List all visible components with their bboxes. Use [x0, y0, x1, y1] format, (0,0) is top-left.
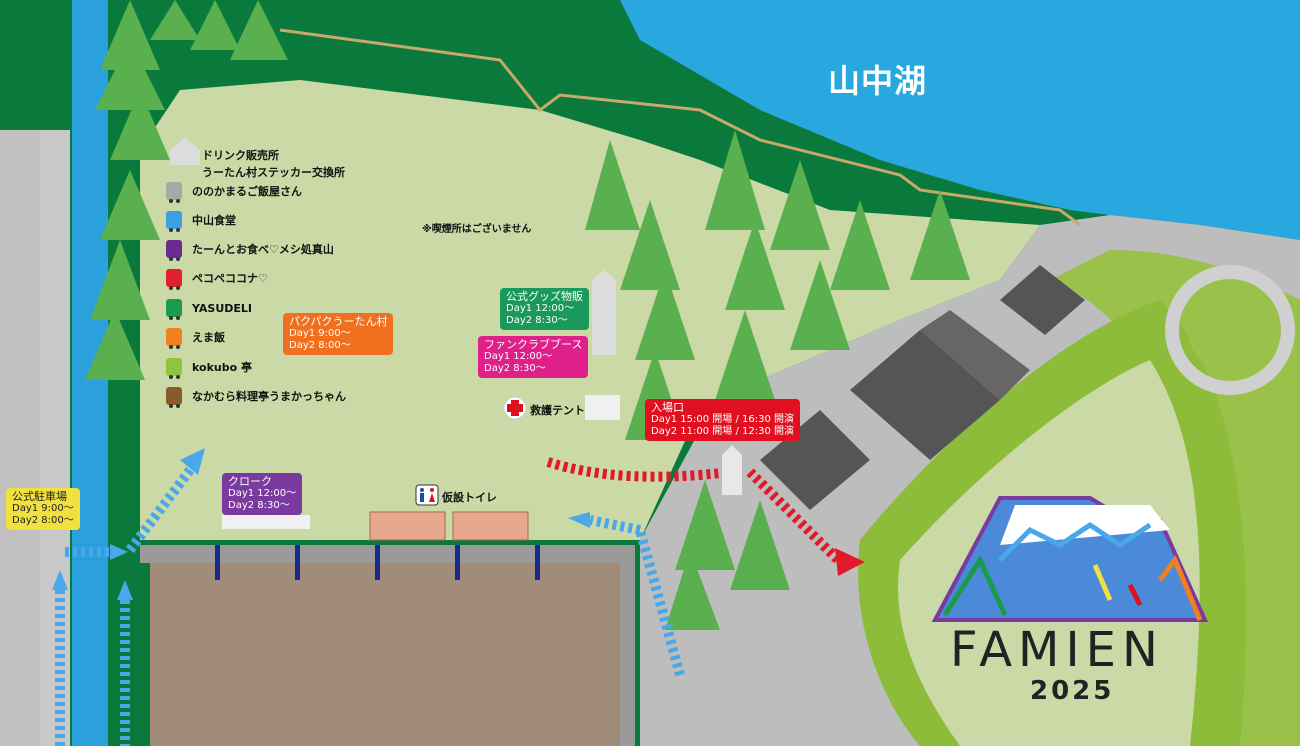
fence-path: [279, 28, 1081, 227]
pakupaku-day1: Day1 9:00〜: [289, 328, 351, 339]
cloak-box: クローク Day1 12:00〜 Day2 8:30〜: [222, 473, 303, 515]
fence-posts: [215, 545, 540, 580]
goods-title: 公式グッズ物販: [506, 290, 583, 303]
logo-name: FAMIEN: [950, 622, 1164, 678]
logo-year: 2025: [1030, 676, 1115, 706]
cloak-day1: Day1 12:00〜: [228, 488, 297, 499]
parking-day2: Day2 8:00〜: [12, 515, 74, 526]
sticker-exchange-label: うーたん村ステッカー交換所: [202, 166, 345, 179]
truck-icon: [166, 387, 182, 408]
pakupaku-box: パクパクうーたん村 Day1 9:00〜 Day2 8:00〜: [283, 313, 394, 355]
legend-item: たーんとお食べ♡メシ処真山: [166, 240, 334, 261]
goods-day1: Day1 12:00〜: [506, 303, 575, 314]
truck-icon: [166, 269, 182, 290]
no-smoking-notice: ※喫煙所はございません: [422, 224, 532, 235]
building: [850, 330, 1000, 460]
legend-item: ののかまるご飯屋さん: [166, 182, 302, 203]
fanclub-day1: Day1 12:00〜: [484, 351, 553, 362]
left-road: [40, 130, 70, 746]
truck-icon: [166, 240, 182, 261]
cloak-title: クローク: [228, 475, 272, 488]
toilet-label: 仮設トイレ: [442, 491, 497, 504]
truck-icon: [166, 328, 182, 349]
fanclub-day2: Day2 8:30〜: [484, 363, 546, 374]
entrance-day1: Day1 15:00 開場 / 16:30 開演: [651, 414, 795, 425]
parking-title: 公式駐車場: [12, 490, 67, 503]
entry-arrows: [55, 467, 685, 746]
fanclub-title: ファンクラブブース: [484, 338, 583, 351]
lake-area: [620, 0, 1300, 240]
lake-label: 山中湖: [828, 62, 928, 100]
parking-box: 公式駐車場 Day1 9:00〜 Day2 8:00〜: [6, 488, 80, 530]
truck-icon: [166, 211, 182, 232]
pakupaku-day2: Day2 8:00〜: [289, 340, 351, 351]
park-lawn: [140, 80, 1040, 540]
legend-item: えま飯: [166, 328, 225, 349]
legend-item: YASUDELI: [166, 299, 252, 320]
legend-item: なかむら料理亭うまかっちゃん: [166, 387, 346, 408]
parking-day1: Day1 9:00〜: [12, 503, 74, 514]
goods-box: 公式グッズ物販 Day1 12:00〜 Day2 8:30〜: [500, 288, 589, 330]
stage-area: [150, 563, 620, 746]
pakupaku-title: パクパクうーたん村: [289, 315, 388, 328]
legend-item: kokubo 亭: [166, 358, 252, 379]
drink-stall-label: ドリンク販売所: [202, 149, 279, 162]
truck-icon: [166, 299, 182, 320]
truck-icon: [166, 182, 182, 203]
fanclub-box: ファンクラブブース Day1 12:00〜 Day2 8:30〜: [478, 336, 589, 378]
cloak-day2: Day2 8:30〜: [228, 500, 290, 511]
entrance-box: 入場口 Day1 15:00 開場 / 16:30 開演 Day2 11:00 …: [645, 399, 801, 441]
truck-icon: [166, 358, 182, 379]
entrance-day2: Day2 11:00 開場 / 12:30 開演: [651, 426, 795, 437]
goods-day2: Day2 8:30〜: [506, 315, 568, 326]
legend-item: ペコペココナ♡: [166, 269, 268, 290]
entrance-title: 入場口: [651, 401, 684, 414]
first-aid-label: 救護テント: [530, 404, 585, 417]
legend-item: 中山食堂: [166, 211, 236, 232]
